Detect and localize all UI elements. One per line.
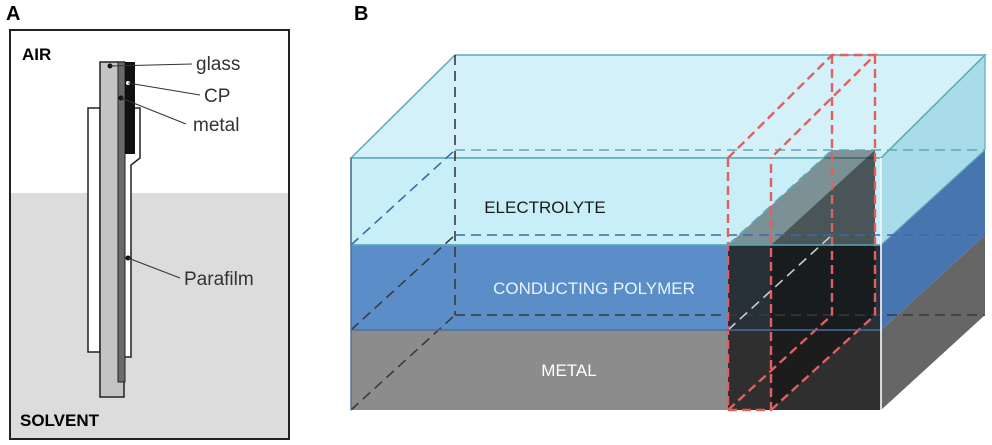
solvent-region <box>11 193 288 438</box>
cp-strip <box>125 62 135 154</box>
metal-strip <box>117 61 126 383</box>
parafilm-label: Parafilm <box>184 269 254 290</box>
cut-section-back <box>771 150 875 410</box>
cut-section-upper <box>728 150 875 245</box>
hidden-edges <box>350 55 985 411</box>
panel-a: A AIR SOLVENT glass <box>6 3 290 440</box>
panel-b-letter: B <box>354 3 368 25</box>
cut-plane-outline <box>726 53 878 412</box>
metal-side-face <box>881 235 985 410</box>
metal-label: metal <box>193 115 239 136</box>
air-label: AIR <box>22 45 51 64</box>
glass-label: glass <box>196 54 240 75</box>
panel-b: B <box>349 3 987 412</box>
polymer-side-face <box>881 150 985 330</box>
callout-metal <box>118 95 187 125</box>
callout-parafilm <box>125 255 181 279</box>
callout-cp <box>125 80 201 96</box>
electrolyte-label: ELECTROLYTE <box>484 198 606 217</box>
cp-label: CP <box>204 86 230 107</box>
panel-a-letter: A <box>6 3 20 25</box>
solvent-label: SOLVENT <box>20 411 100 430</box>
callout-glass <box>107 63 193 69</box>
front-edges <box>350 158 882 410</box>
metal-layer-label: METAL <box>541 361 596 380</box>
conducting-polymer-label: CONDUCTING POLYMER <box>493 279 695 298</box>
electrolyte-top-face <box>349 54 987 159</box>
